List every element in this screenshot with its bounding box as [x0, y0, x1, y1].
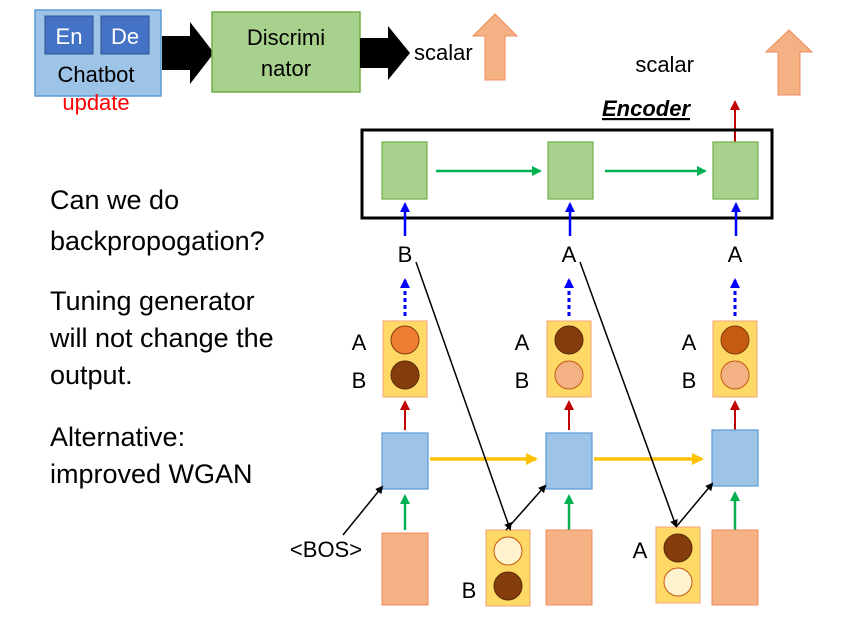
discriminator-line1: Discrimi: [247, 25, 325, 50]
note-tuning-line1: Tuning generator: [50, 286, 255, 316]
encoder-cell-2: [547, 141, 594, 200]
sampled-circle-empty-b: [493, 536, 523, 566]
distribution-2: [546, 320, 592, 398]
decoder-mini-box: [100, 15, 150, 55]
discriminator-line2: nator: [261, 56, 311, 81]
scalar-top-label: scalar: [414, 40, 473, 65]
left-notes: Can we do backpropogation? Tuning genera…: [49, 185, 274, 489]
sampled-label-a: A: [633, 538, 648, 563]
note-alternative-line2: improved WGAN: [50, 459, 253, 489]
sampled-circle-filled-b: [493, 571, 523, 601]
dist-label-b-2: B: [515, 368, 530, 393]
prob-circle-b-3: [720, 360, 750, 390]
bos-arrow: [342, 485, 384, 536]
prob-circle-a-1: [390, 325, 420, 355]
distribution-3: [712, 320, 758, 398]
chatbot-de-label: De: [111, 24, 139, 49]
chatbot-label: Chatbot: [57, 62, 134, 87]
scalar-right-up-icon: [764, 29, 814, 96]
decoder-cell-1: [381, 432, 429, 490]
discriminator-block: Discrimi nator: [211, 11, 361, 93]
input-box-1: [381, 532, 429, 606]
dist-label-b-1: B: [352, 368, 367, 393]
scalar-top-up-icon: [471, 13, 519, 81]
note-tuning-line3: output.: [50, 360, 133, 390]
prob-circle-b-1: [390, 360, 420, 390]
prob-circle-a-3: [720, 325, 750, 355]
decoder-cell-2: [545, 432, 593, 490]
sampled-circle-empty-a: [663, 567, 693, 597]
encoder-cell-1: [381, 141, 428, 200]
feedback-arrow-b: [415, 261, 512, 531]
feedback-arrow-a: [579, 261, 678, 528]
output-token-2: A: [562, 242, 577, 267]
dist-label-a-1: A: [352, 330, 367, 355]
scalar-right-label: scalar: [635, 52, 694, 77]
sampled-b-arrow: [505, 484, 547, 531]
chatbot-to-discriminator-arrow: [162, 22, 214, 84]
chatbot-en-label: En: [56, 24, 83, 49]
prob-circle-b-2: [554, 360, 584, 390]
encoder-label: Encoder: [602, 96, 691, 121]
sampled-input-b: [485, 529, 531, 607]
chatbot-block: En De Chatbot update: [34, 9, 162, 115]
encoder-mini-box: [44, 15, 94, 55]
encoder-cell-3: [712, 141, 759, 200]
discriminator-to-scalar-arrow: [360, 26, 410, 80]
encoder-frame: [360, 128, 774, 220]
output-token-1: B: [398, 242, 413, 267]
input-box-2: [545, 529, 593, 606]
sampled-circle-filled-a: [663, 533, 693, 563]
chatbot-update-label: update: [62, 90, 129, 115]
note-tuning-line2: will not change the: [49, 323, 274, 353]
sampled-a-arrow: [675, 482, 714, 528]
bos-label: <BOS>: [290, 537, 362, 562]
note-question-line1: Can we do: [50, 185, 179, 215]
distribution-1: [382, 320, 428, 398]
note-alternative-line1: Alternative:: [50, 422, 185, 452]
decoder-cell-3: [711, 429, 759, 487]
sampled-input-a: [655, 526, 701, 604]
output-token-3: A: [728, 242, 743, 267]
dist-label-b-3: B: [682, 368, 697, 393]
discriminator-box: [211, 11, 361, 93]
dist-label-a-3: A: [682, 330, 697, 355]
sampled-label-b: B: [462, 578, 477, 603]
prob-circle-a-2: [554, 325, 584, 355]
dist-label-a-2: A: [515, 330, 530, 355]
note-question-line2: backpropogation?: [50, 226, 265, 256]
input-box-3: [711, 529, 759, 606]
